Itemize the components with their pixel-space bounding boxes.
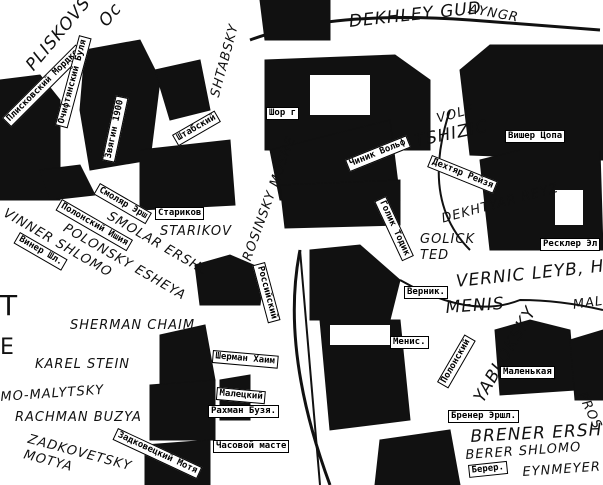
label-edge-e: E bbox=[0, 335, 15, 360]
label-rachman: RACHMAN BUZYA bbox=[15, 410, 142, 425]
label-starikov: STARIKOV bbox=[160, 224, 233, 239]
tag-reksler: Ресклер Эл bbox=[540, 238, 601, 251]
label-golick: GOLICK TED bbox=[420, 232, 475, 263]
tag-malenkaya: Маленькая bbox=[500, 366, 555, 379]
tag-rakhman: Рахман Бузя. bbox=[208, 405, 280, 418]
tag-shor: Шор г bbox=[266, 107, 300, 120]
tag-vishar: Вишер Цопа bbox=[505, 130, 566, 143]
tag-chasovoy: Часовой масте bbox=[213, 440, 290, 453]
tag-menis: Менис. bbox=[390, 336, 429, 349]
label-edge-t: T bbox=[0, 289, 19, 322]
tag-vernik: Верник. bbox=[404, 286, 448, 299]
label-sherman: SHERMAN CHAIM bbox=[70, 318, 196, 333]
label-karel: KAREL STEIN bbox=[35, 357, 131, 372]
tag-starikov: Стариков bbox=[155, 207, 205, 220]
tag-brener: Бренер Эршл. bbox=[448, 410, 520, 423]
label-menis: MENIS bbox=[445, 293, 506, 318]
